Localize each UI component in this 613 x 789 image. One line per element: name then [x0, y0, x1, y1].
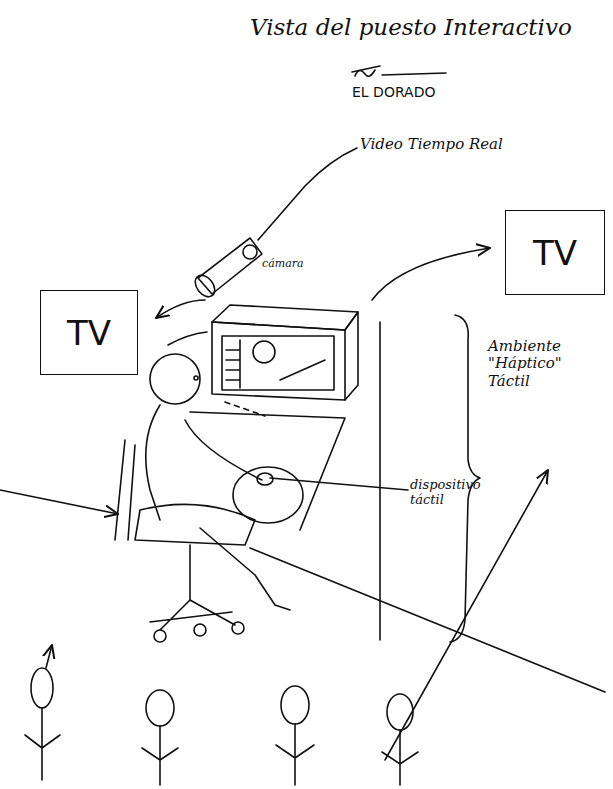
- signal-arrow: [372, 248, 490, 300]
- pointer-arrow: [385, 470, 548, 760]
- monitor-screen: [222, 336, 334, 390]
- visitor-body: [142, 726, 178, 785]
- strike-line: [352, 66, 380, 72]
- device-label: dispositivo táctil: [410, 478, 490, 508]
- camera-label: cámara: [262, 258, 332, 271]
- project-name: EL DORADO: [352, 84, 472, 100]
- blank-line: [382, 73, 446, 75]
- signal-arrow: [156, 300, 205, 318]
- tv-box: TV: [40, 290, 138, 375]
- video-label: Video Tiempo Real: [360, 136, 550, 153]
- tv-label: TV: [67, 313, 111, 353]
- partition-line: [379, 322, 381, 640]
- chair-seat: [135, 504, 255, 545]
- camera-mount: [243, 245, 257, 259]
- desk-stand: [190, 412, 345, 530]
- screen-globe: [253, 341, 275, 363]
- person-leg: [200, 528, 290, 610]
- visitor-head: [146, 690, 174, 726]
- environment-label: Ambiente "Háptico" Táctil: [488, 338, 572, 390]
- signal-arc: [168, 332, 207, 345]
- chair-wheel: [232, 622, 244, 634]
- camera-lens: [191, 272, 218, 301]
- visitor-body: [25, 708, 60, 780]
- tv-label: TV: [533, 233, 577, 273]
- screen-stroke: [280, 360, 325, 380]
- floor-line: [250, 548, 605, 692]
- camera-body: [198, 238, 262, 294]
- visitor-body: [382, 730, 418, 785]
- person-back: [146, 405, 160, 520]
- monitor-front: [212, 322, 345, 400]
- haptic-grip: [257, 473, 273, 485]
- chair-base: [150, 600, 235, 630]
- chair-wheel: [154, 630, 166, 642]
- leader-line: [270, 478, 408, 490]
- visitor-head: [387, 694, 413, 730]
- screen-stripes: [226, 340, 240, 388]
- tv-box: TV: [505, 210, 605, 295]
- sketch-title: Vista del puesto Interactivo: [250, 14, 590, 40]
- visitor-head: [31, 668, 53, 708]
- visitor-arrow: [46, 645, 52, 668]
- haptic-device: [233, 467, 303, 523]
- monitor-side: [345, 312, 358, 400]
- person-head: [150, 354, 200, 404]
- chair-back: [115, 440, 135, 540]
- chair-pole: [189, 545, 191, 600]
- visitor-head: [281, 686, 309, 724]
- person-eye: [194, 376, 198, 380]
- visitor-body: [276, 724, 314, 785]
- floor-line: [0, 490, 118, 514]
- leader-line: [258, 148, 357, 240]
- chair-wheel: [194, 624, 206, 636]
